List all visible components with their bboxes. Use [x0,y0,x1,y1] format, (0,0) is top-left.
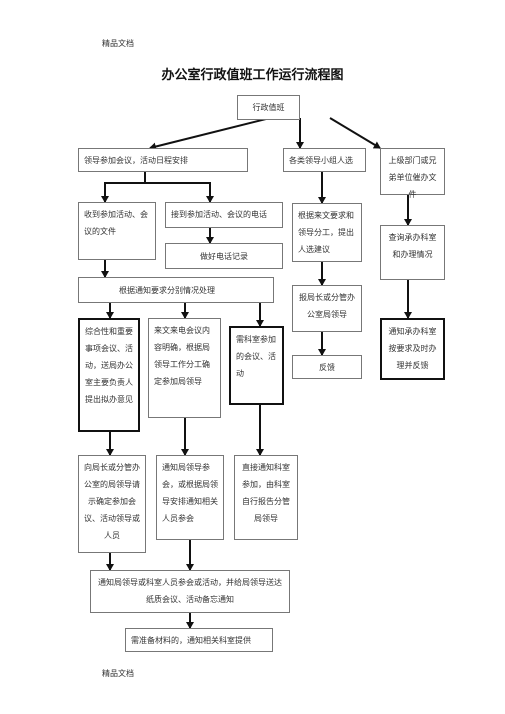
node-prepare-materials: 需准备材料的，通知相关科室提供 [125,628,273,652]
node-query-department: 查询承办科室和办理情况 [380,225,445,280]
node-leader-group-candidates: 各类领导小组人选 [283,148,366,172]
node-received-docs: 收到参加活动、会议的文件 [78,202,156,260]
node-notify-leaders: 通知局领导参会，或根据局领导安排通知相关人员参会 [156,455,224,540]
node-clear-content-meetings: 来文来电会议内容明确，根据局领导工作分工确定参加局领导 [148,318,221,418]
edge-root-b3 [329,117,381,149]
page-footer-label: 精品文档 [102,669,134,678]
edge-b1-c1 [101,170,146,203]
node-report-director: 报局长或分管办公室局领导 [292,285,362,332]
node-deliver-notice: 通知局领导或科室人员参会或活动，并给局领导送达纸质会议、活动备忘通知 [90,570,290,613]
node-propose-candidates: 根据来文要求和领导分工，提出人选建议 [292,203,362,262]
node-phone-record: 做好电话记录 [165,243,283,269]
node-notify-department: 通知承办科室按要求及时办理并反馈 [380,318,445,380]
node-received-call: 接到参加活动、会议的电话 [165,202,283,228]
page-title: 办公室行政值班工作运行流程图 [161,68,344,83]
node-superior-urging-docs: 上级部门或兄弟单位催办文件 [380,148,445,199]
node-leader-schedule: 领导参加会议，活动日程安排 [78,148,248,172]
node-comprehensive-meetings: 综合性和重要事项会议、活动，送局办公室主要负责人提出拟办意见 [78,318,140,432]
node-feedback: 反馈 [292,355,362,379]
edge-b1-c2 [145,182,214,203]
node-notify-department-direct: 直接通知科室参加，由科室自行报告分管局领导 [234,455,298,540]
edge-root-b1 [149,117,271,151]
node-department-meetings: 需科室参加的会议、活动 [229,326,284,405]
node-duty-root: 行政值班 [237,95,300,120]
node-request-director: 向局长或分管办公室的局领导请示确定参加会议、活动领导或人员 [78,455,146,553]
page-header-label: 精品文档 [102,39,134,48]
node-handle-by-notice: 根据通知要求分别情况处理 [78,277,274,303]
